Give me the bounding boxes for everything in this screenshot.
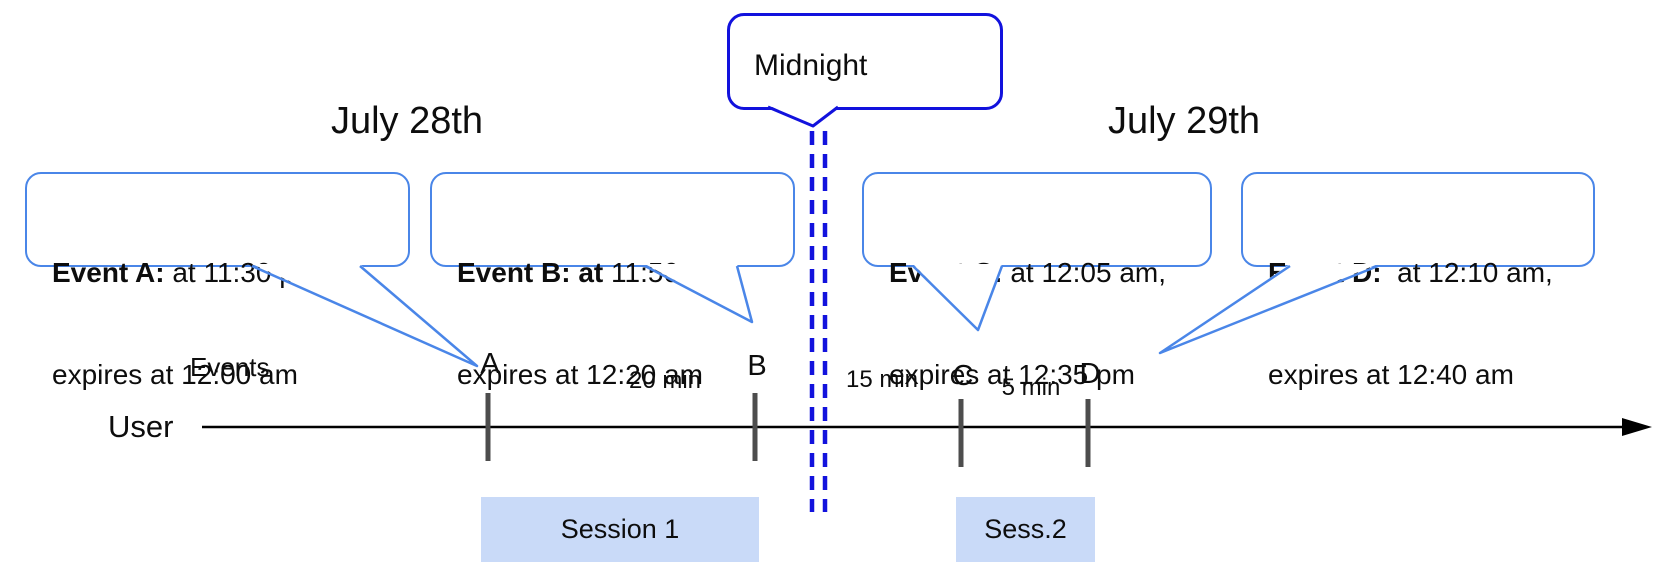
date-label-july-29: July 29th bbox=[1107, 100, 1261, 142]
callout-event-b-line1: Event B: at 11:50 pm, bbox=[457, 257, 734, 288]
session-1-label: Session 1 bbox=[560, 514, 680, 544]
interval-label-5min: 5 min bbox=[1001, 374, 1061, 401]
callout-event-a-line1: Event A: at 11:30 pm, bbox=[52, 257, 326, 288]
midnight-callout: Midnight bbox=[727, 13, 1003, 110]
callout-event-b: Event B: at 11:50 pm, expires at 12:20 a… bbox=[430, 172, 795, 390]
date-label-july-28: July 28th bbox=[330, 100, 484, 142]
session-2-box: Sess.2 bbox=[956, 497, 1095, 562]
tick-label-a: A bbox=[480, 348, 500, 380]
session-2-label: Sess.2 bbox=[984, 514, 1067, 544]
tick-label-d: D bbox=[1079, 358, 1101, 390]
midnight-label: Midnight bbox=[754, 48, 868, 82]
session-1-box: Session 1 bbox=[481, 497, 759, 562]
tick-label-c: C bbox=[952, 360, 974, 392]
interval-label-15min: 15 min bbox=[845, 366, 919, 393]
callout-event-c-line2: expires at 12:35 pm bbox=[889, 359, 1135, 390]
interval-label-20min: 20 min bbox=[628, 367, 702, 394]
callout-event-a: Event A: at 11:30 pm, expires at 12:00 a… bbox=[25, 172, 410, 390]
timeline-arrowhead-icon bbox=[1622, 418, 1652, 436]
tick-label-b: B bbox=[747, 350, 767, 382]
callout-event-d: Event D: at 12:10 am, expires at 12:40 a… bbox=[1241, 172, 1595, 390]
callout-event-c-line1: Event C: at 12:05 am, bbox=[889, 257, 1167, 288]
callout-event-c: Event C: at 12:05 am, expires at 12:35 p… bbox=[862, 172, 1212, 390]
callout-event-d-line2: expires at 12:40 am bbox=[1268, 359, 1514, 390]
callout-event-d-line1: Event D: at 12:10 am, bbox=[1268, 257, 1553, 288]
user-axis-label: User bbox=[108, 409, 174, 444]
callout-event-a-line2: expires at 12:00 am bbox=[52, 359, 298, 390]
callout-event-b-line2: expires at 12:20 am bbox=[457, 359, 703, 390]
